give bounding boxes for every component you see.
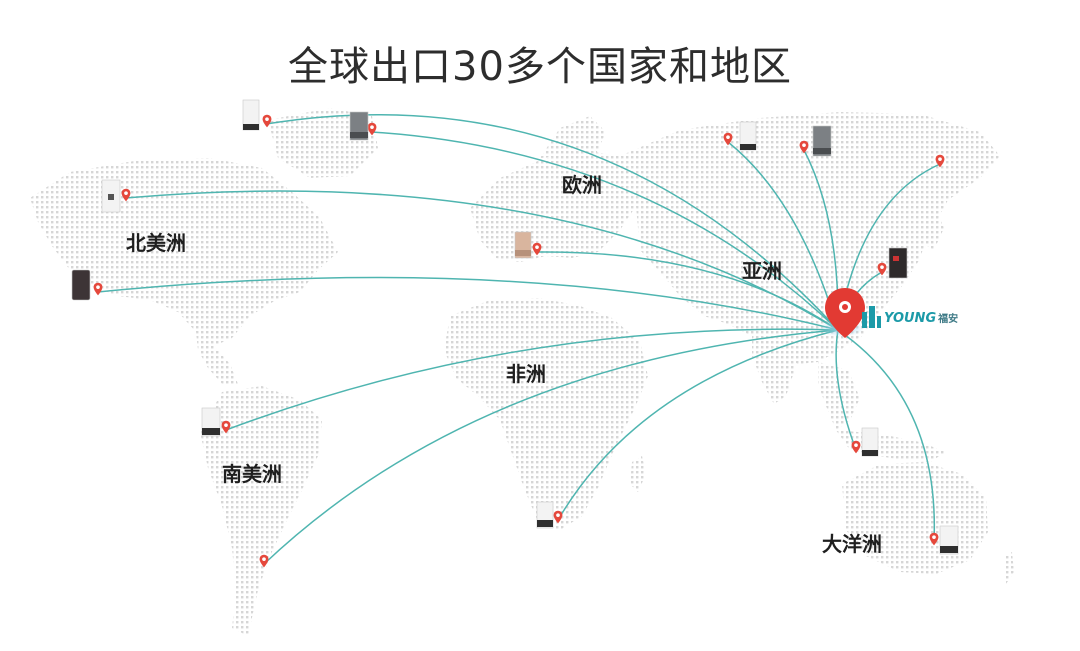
hub-pin-icon (825, 288, 865, 338)
water-heater-icon (536, 501, 554, 529)
label-asia: 亚洲 (742, 259, 782, 283)
page-title: 全球出口30多个国家和地区 (288, 44, 792, 90)
water-heater-icon (349, 111, 369, 141)
water-heater-icon (861, 427, 879, 457)
water-heater-icon (514, 231, 532, 259)
water-heaters (71, 99, 959, 555)
label-oceania: 大洋洲 (822, 532, 882, 556)
label-north-america: 北美洲 (126, 231, 186, 255)
brand-name: YOUNG (884, 311, 937, 326)
water-heater-icon (71, 269, 91, 301)
label-south-america: 南美洲 (222, 462, 282, 486)
water-heater-icon (201, 407, 221, 437)
brand-sub: 福安 (938, 314, 959, 325)
label-africa: 非洲 (506, 362, 546, 386)
water-heater-icon (812, 125, 832, 157)
water-heater-icon (242, 99, 260, 131)
water-heater-icon (101, 179, 121, 213)
pin-icon (93, 282, 103, 296)
water-heater-icon (939, 525, 959, 555)
brand-logo-icon (862, 306, 881, 328)
label-europe: 欧洲 (562, 173, 602, 197)
water-heater-icon (888, 247, 908, 279)
water-heater-icon (739, 121, 757, 151)
